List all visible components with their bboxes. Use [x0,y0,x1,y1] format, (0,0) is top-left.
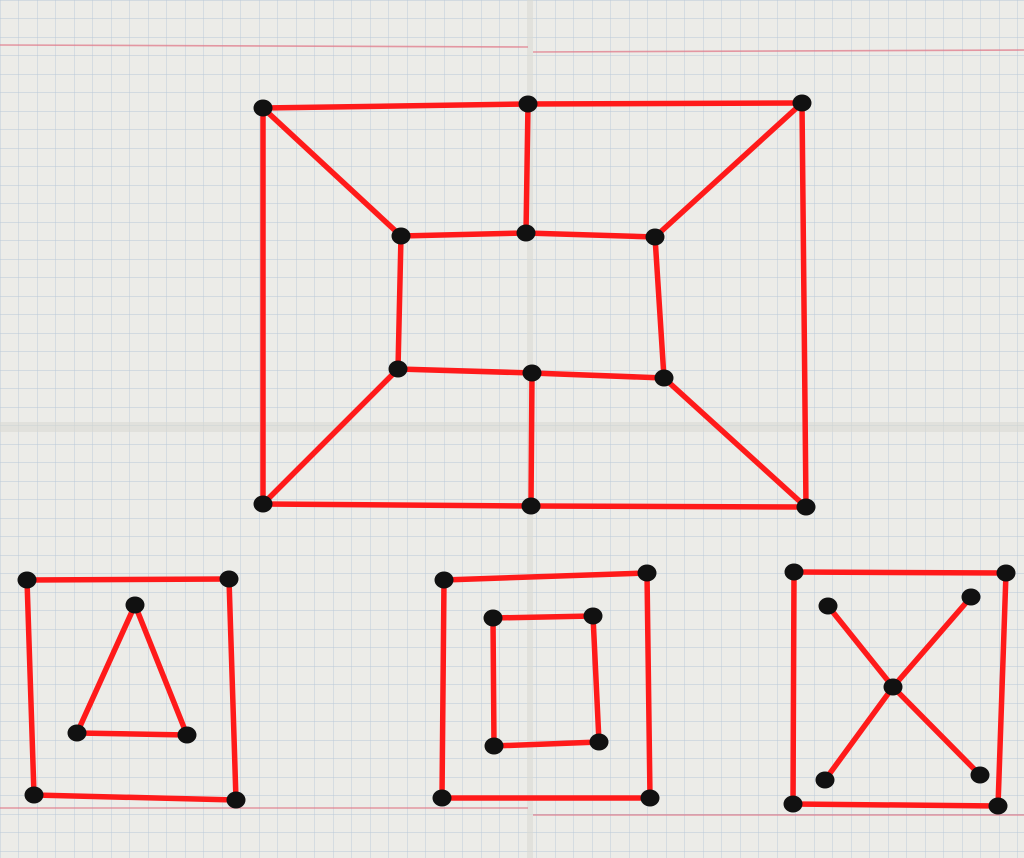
node-d8 [970,766,990,784]
edge-c8-c7 [491,739,602,749]
edge-a6-a12 [661,375,809,510]
node-c3 [432,789,452,807]
edge-a9-a12 [652,234,667,381]
edge-c6-c8 [590,613,602,745]
edge-a1-a2 [260,101,531,111]
node-a8 [516,224,536,242]
node-c1 [434,571,454,589]
edge-c3-c1 [439,577,447,801]
node-c8 [589,733,609,751]
node-a11 [522,364,542,382]
node-d1 [784,563,804,581]
node-a3 [792,94,812,112]
square-with-cross [790,569,1009,809]
edge-d2-d4 [995,570,1009,809]
node-c4 [640,789,660,807]
node-c2 [637,564,657,582]
top-margin-line-right [532,49,1024,53]
square-with-inner-square [439,570,653,801]
large-nested-rectangles [260,100,809,510]
edge-a5-a11 [528,370,535,509]
node-c6 [583,607,603,625]
edge-a7-a8 [398,230,529,239]
node-d7 [815,771,835,789]
node-b2 [219,570,239,588]
edge-a8-a9 [523,230,658,240]
edge-b5-b6 [74,602,138,736]
node-d6 [961,588,981,606]
edge-d5-d9 [825,603,896,690]
edge-d1-d2 [791,569,1009,576]
edge-a5-a4 [260,501,534,509]
node-d3 [783,795,803,813]
nodes-layer [17,94,1016,815]
edges-layer [24,100,1009,809]
node-d4 [988,797,1008,815]
edge-b7-b5 [132,602,190,738]
top-margin-line-left [0,44,529,48]
node-d9 [883,678,903,696]
node-b5 [125,596,145,614]
node-a6 [796,498,816,516]
node-c5 [483,609,503,627]
node-b1 [17,571,37,589]
edge-d9-d7 [822,684,896,783]
node-a2 [518,95,538,113]
edge-c2-c4 [644,570,653,801]
edge-d4-d3 [790,801,1001,809]
node-a9 [645,228,665,246]
edge-c5-c6 [490,613,596,621]
edge-d6-d9 [890,594,974,690]
node-a1 [253,99,273,117]
edge-d9-d8 [890,684,983,778]
node-a7 [391,227,411,245]
edge-a1-a7 [260,105,404,239]
edge-a6-a5 [528,503,809,510]
node-b6 [67,724,87,742]
edge-a11-a10 [395,366,535,376]
node-c7 [484,737,504,755]
edge-a4-a10 [260,366,401,507]
edge-b6-b7 [74,730,190,738]
node-d2 [996,564,1016,582]
edge-a2-a8 [523,101,531,236]
square-with-triangle [24,576,239,803]
edge-a3-a6 [799,100,809,510]
edge-a10-a7 [395,233,404,372]
node-d5 [818,597,838,615]
horizontal-fold [0,422,1024,432]
edge-b3-b1 [24,577,37,798]
node-a5 [521,497,541,515]
edge-b4-b3 [31,792,239,803]
edge-a12-a11 [529,370,667,381]
edge-c7-c5 [490,615,497,749]
edge-c1-c2 [441,570,650,583]
node-a12 [654,369,674,387]
edge-a2-a3 [525,100,805,107]
node-b3 [24,786,44,804]
edge-a3-a9 [652,100,805,240]
node-a10 [388,360,408,378]
edge-b1-b2 [24,576,232,583]
node-a4 [253,495,273,513]
edge-d3-d1 [790,569,797,807]
node-b7 [177,726,197,744]
edge-b2-b4 [226,576,239,803]
node-b4 [226,791,246,809]
